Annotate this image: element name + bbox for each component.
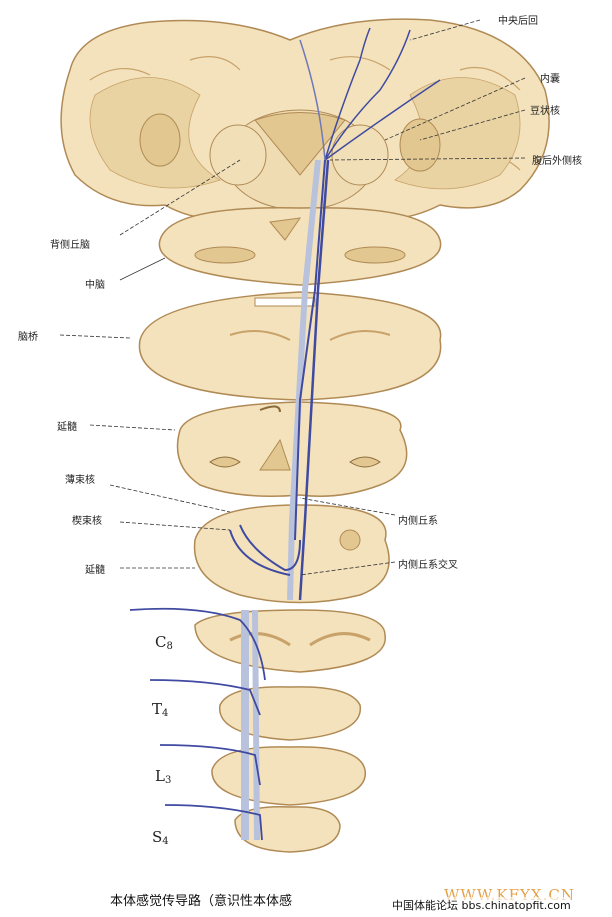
segment-l3-label: L3 (155, 767, 172, 786)
pons-label: 脑桥 (18, 332, 38, 343)
cuneate-nucleus-label: 楔束核 (72, 516, 102, 527)
watermark-forum: 中国体能论坛 bbs.chinatopfit.com (392, 897, 571, 913)
postcentral-gyrus-label: 中央后回 (498, 16, 538, 27)
figure-caption: 本体感觉传导路（意识性本体感 (110, 894, 293, 909)
vpl-nucleus-label: 腹后外侧核 (532, 156, 582, 167)
dorsal-thalamus-label: 背侧丘脑 (50, 240, 90, 251)
upper-medulla-section (176, 401, 408, 497)
pons-section (138, 291, 442, 401)
medial-lemniscus-label: 内侧丘系 (398, 516, 438, 527)
midbrain-label: 中脑 (85, 280, 105, 291)
segment-s4-label: S4 (152, 828, 169, 847)
internal-capsule-label: 内囊 (540, 74, 560, 85)
lemniscus-decussation-label: 内侧丘系交叉 (398, 560, 458, 571)
lentiform-nucleus-label: 豆状核 (530, 106, 560, 117)
leader-lines (59, 19, 526, 576)
lower-medulla-label: 延髓 (85, 565, 105, 576)
sensory-tracts (129, 27, 441, 841)
midbrain-section (158, 207, 442, 286)
spinal-segments (194, 609, 386, 853)
segment-t4-label: T4 (152, 700, 169, 719)
upper-medulla-label: 延髓 (57, 422, 77, 433)
segment-c8-label: C8 (155, 633, 173, 652)
cerebrum-section (60, 18, 550, 232)
gracile-nucleus-label: 薄束核 (65, 475, 95, 486)
